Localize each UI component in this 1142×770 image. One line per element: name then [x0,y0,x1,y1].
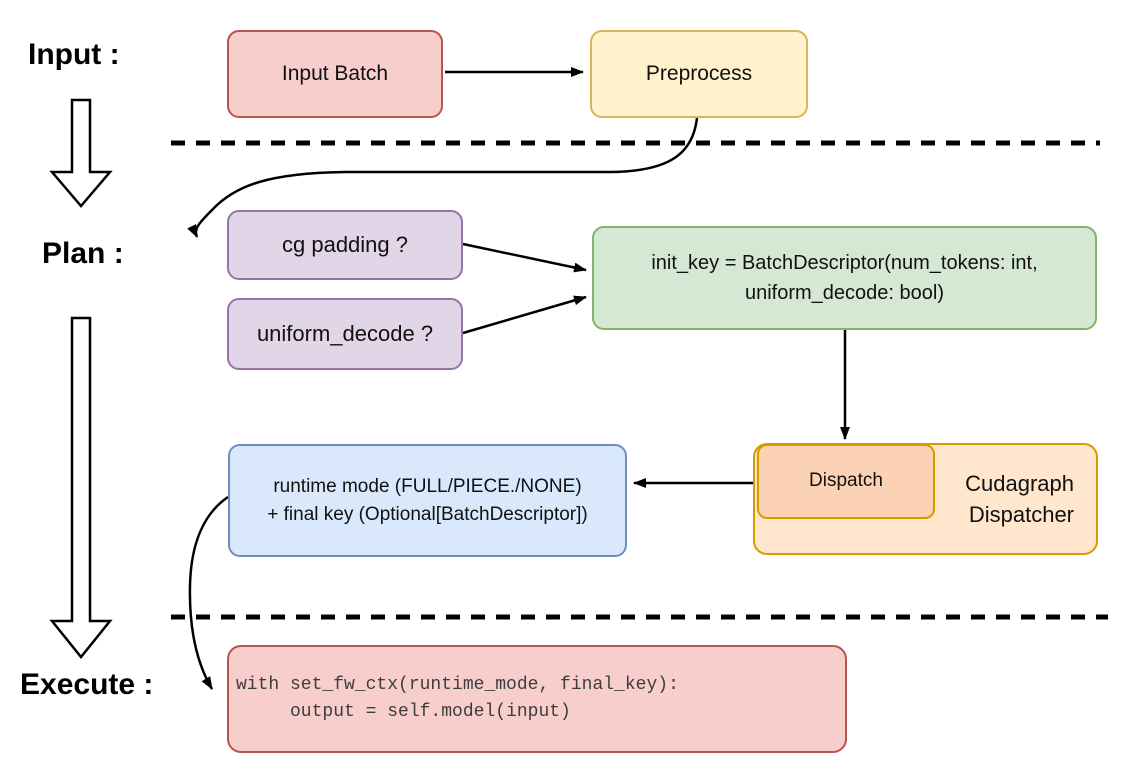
node-cudagraph-dispatcher-line1: Cudagraph [965,471,1074,496]
node-cudagraph-dispatcher-line2: Dispatcher [968,502,1074,527]
node-init-key-line2: uniform_decode: bool) [744,282,944,304]
node-runtime-mode-line1: runtime mode (FULL/PIECE./NONE) [273,475,582,497]
label-input-phase: Input : [28,38,120,71]
node-cg-padding-label: cg padding ? [282,231,408,257]
node-cg-padding: cg padding ? [227,210,463,280]
execute-code-line2: output = self.model(input) [236,702,571,722]
node-dispatch: Dispatch [757,444,935,519]
execute-code-line1: with set_fw_ctx(runtime_mode, final_key)… [236,675,679,695]
node-runtime-mode: runtime mode (FULL/PIECE./NONE) + final … [228,444,627,557]
label-execute-phase: Execute : [20,668,154,701]
hollow-arrow-plan-to-execute [49,316,113,659]
curve-runtimemode-to-execute [188,495,229,690]
node-input-batch: Input Batch [227,30,443,118]
node-init-key-line1: init_key = BatchDescriptor(num_tokens: i… [651,252,1038,274]
node-uniform-decode-label: uniform_decode ? [256,320,434,346]
node-execute-code: with set_fw_ctx(runtime_mode, final_key)… [227,645,847,753]
node-preprocess-label: Preprocess [645,62,753,86]
arrow-cgpadding-to-initkey [462,242,587,273]
node-input-batch-label: Input Batch [281,62,389,86]
arrow-uniformdecode-to-initkey [462,295,587,335]
node-runtime-mode-line2: + final key (Optional[BatchDescriptor]) [267,503,588,525]
node-init-key: init_key = BatchDescriptor(num_tokens: i… [592,226,1097,330]
node-uniform-decode: uniform_decode ? [227,298,463,370]
node-dispatch-label: Dispatch [809,470,883,492]
node-preprocess: Preprocess [590,30,808,118]
hollow-arrow-input-to-plan [49,98,113,208]
label-plan-phase: Plan : [42,237,124,270]
